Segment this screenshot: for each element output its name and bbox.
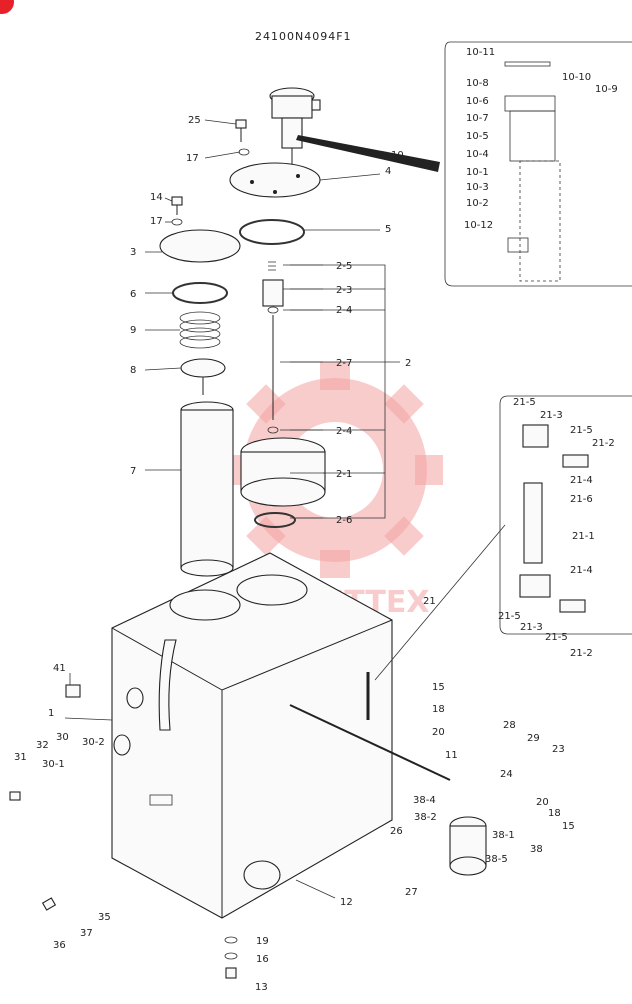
callout-label: 38-1 — [492, 830, 515, 841]
callout-label: 10-1 — [466, 167, 489, 178]
callout-label: 10-12 — [464, 220, 493, 231]
callout-label: 21-3 — [540, 410, 563, 421]
lever-detail — [519, 424, 589, 613]
callout-label: 2-4 — [336, 305, 352, 316]
callout-label: 2-3 — [336, 285, 352, 296]
callout-label: 30-2 — [82, 737, 105, 748]
callout-label: 4 — [385, 166, 391, 177]
callout-label: 10-2 — [466, 198, 489, 209]
callout-label: 36 — [53, 940, 66, 951]
callout-label: 10-3 — [466, 182, 489, 193]
callout-label: 21 — [423, 596, 436, 607]
callout-label: 10-10 — [562, 72, 591, 83]
callout-label: 26 — [390, 826, 403, 837]
callout-label: 10-11 — [466, 47, 495, 58]
callout-label: 10-8 — [466, 78, 489, 89]
callout-label: 38 — [530, 844, 543, 855]
callout-label: 35 — [98, 912, 111, 923]
assembly-pointer — [296, 135, 440, 172]
callout-label: 2-6 — [336, 515, 352, 526]
valve-8 — [180, 358, 226, 378]
callout-label: 13 — [255, 982, 268, 993]
callout-label: 9 — [130, 325, 136, 336]
callout-label: 38-4 — [413, 795, 436, 806]
callout-label: 11 — [445, 750, 458, 761]
filter-38 — [449, 816, 487, 876]
callout-label: 8 — [130, 365, 136, 376]
callout-label: 10-9 — [595, 84, 618, 95]
callout-label: 21-5 — [570, 425, 593, 436]
leader-lines — [64, 119, 381, 899]
o-ring-5 — [239, 219, 305, 245]
callout-label: 38-5 — [485, 854, 508, 865]
callout-label: 21-2 — [592, 438, 615, 449]
callout-labels: 1 2 2-1 2-3 2-4 2-4 2-5 2-6 2-7 3 4 5 6 … — [14, 47, 618, 993]
callout-label: 21-4 — [570, 475, 593, 486]
callout-label: 38-2 — [414, 812, 437, 823]
callout-label: 25 — [188, 115, 201, 126]
callout-label: 10-7 — [466, 113, 489, 124]
callout-label: 3 — [130, 247, 136, 258]
strainer-2-1 — [240, 437, 326, 507]
callout-label: 37 — [80, 928, 93, 939]
callout-label: 18 — [548, 808, 561, 819]
inset-box-21 — [499, 395, 632, 635]
drawing-number: 24100N4094F1 — [255, 30, 352, 43]
callout-label: 20 — [536, 797, 549, 808]
callout-label: 7 — [130, 466, 136, 477]
callout-label: 16 — [256, 954, 269, 965]
callout-label: 17 — [186, 153, 199, 164]
callout-label: 6 — [130, 289, 136, 300]
cover-3 — [159, 229, 241, 263]
callout-label: 12 — [340, 897, 353, 908]
callout-label: 2 — [405, 358, 411, 369]
callout-label: 2-5 — [336, 261, 352, 272]
callout-label: 14 — [150, 192, 163, 203]
callout-label: 10-5 — [466, 131, 489, 142]
callout-label: 2-1 — [336, 469, 352, 480]
filter-element-7 — [180, 401, 234, 577]
callout-label: 10-6 — [466, 96, 489, 107]
callout-label: 10 — [391, 150, 404, 161]
callout-label: 27 — [405, 887, 418, 898]
callout-label: 15 — [432, 682, 445, 693]
callout-label: 24 — [500, 769, 513, 780]
hydraulic-tank — [111, 552, 393, 919]
callout-label: 21-6 — [570, 494, 593, 505]
callout-label: 21-1 — [572, 531, 595, 542]
callout-label: 31 — [14, 752, 27, 763]
callout-label: 21-5 — [545, 632, 568, 643]
callout-label: 2-7 — [336, 358, 352, 369]
inset-box-10 — [444, 41, 632, 287]
o-ring-2-6 — [254, 512, 296, 528]
callout-label: 21-5 — [513, 397, 536, 408]
pump-assembly — [269, 87, 321, 165]
callout-label: 15 — [562, 821, 575, 832]
callout-label: 19 — [256, 936, 269, 947]
callout-label: 21-4 — [570, 565, 593, 576]
callout-label: 30-1 — [42, 759, 65, 770]
callout-label: 1 — [48, 708, 54, 719]
callout-label: 30 — [56, 732, 69, 743]
callout-label: 21-2 — [570, 648, 593, 659]
callout-label: 21-5 — [498, 611, 521, 622]
pump-detail — [504, 61, 561, 282]
callout-label: 32 — [36, 740, 49, 751]
callout-label: 5 — [385, 224, 391, 235]
spring-9 — [179, 311, 221, 349]
callout-label: 2-4 — [336, 426, 352, 437]
callout-label: 20 — [432, 727, 445, 738]
callout-label: 18 — [432, 704, 445, 715]
callout-label: 10-4 — [466, 149, 489, 160]
callout-label: 21-3 — [520, 622, 543, 633]
o-ring-6 — [172, 282, 228, 304]
callout-label: 17 — [150, 216, 163, 227]
callout-label: 29 — [527, 733, 540, 744]
callout-label: 28 — [503, 720, 516, 731]
callout-label: 41 — [53, 663, 66, 674]
callout-label: 23 — [552, 744, 565, 755]
